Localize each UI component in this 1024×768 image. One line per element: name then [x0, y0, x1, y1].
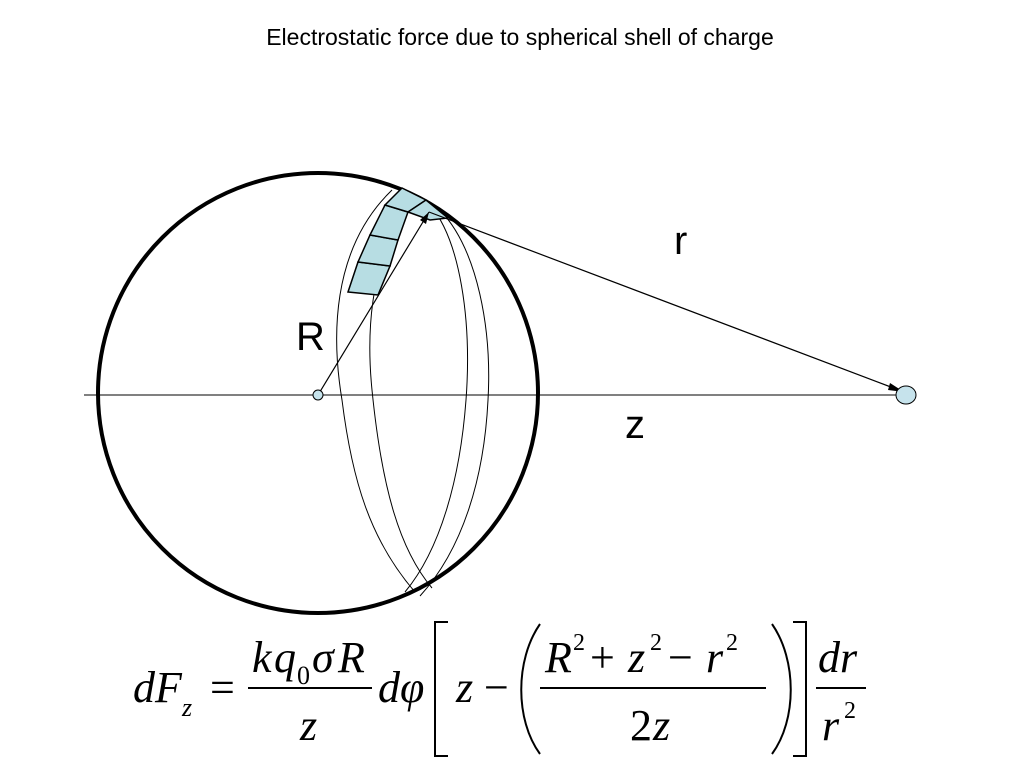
- radius-vector: [317, 211, 430, 396]
- label-r: r: [674, 219, 687, 263]
- eq-bracket-z: z: [455, 663, 473, 712]
- eq-frac2-R-exp: 2: [573, 630, 585, 656]
- eq-left-paren: [520, 623, 541, 755]
- eq-frac2-z: z: [627, 633, 645, 682]
- eq-frac2-r: r: [706, 633, 724, 682]
- eq-right-paren: [771, 623, 792, 755]
- charge-patches: [346, 187, 450, 296]
- eq-left-bracket: [434, 621, 448, 757]
- eq-right-bracket: [793, 621, 807, 757]
- eq-frac2-r-exp: 2: [726, 630, 738, 656]
- label-z: z: [625, 403, 645, 447]
- radius-arrowhead: [420, 212, 429, 224]
- ring-outer-edge: [336, 189, 416, 593]
- eq-frac1-den: z: [299, 701, 317, 750]
- slide-title: Electrostatic force due to spherical she…: [266, 24, 774, 50]
- eq-frac3-den-exp: 2: [844, 698, 856, 724]
- shell-center-point: [312, 389, 324, 401]
- eq-frac2-R: R: [544, 633, 572, 682]
- eq-frac2-den-z: z: [652, 701, 670, 750]
- distance-vector: [428, 211, 905, 393]
- eq-frac1-q: q: [274, 633, 296, 682]
- eq-minus-2: −: [668, 633, 693, 682]
- ring-back-edge-inner: [404, 204, 468, 593]
- eq-frac1-k: k: [252, 633, 273, 682]
- charge-patch-1: [346, 261, 392, 296]
- eq-plus: +: [590, 633, 615, 682]
- eq-lhs-F: F: [154, 663, 183, 712]
- eq-dphi-phi: φ: [400, 663, 424, 712]
- label-R: R: [296, 315, 325, 359]
- eq-dphi-d: d: [378, 663, 401, 712]
- eq-frac2-den-2: 2: [630, 701, 652, 750]
- eq-frac3-num: dr: [818, 633, 858, 682]
- eq-frac1-sigma: σ: [312, 633, 336, 682]
- eq-frac2-z-exp: 2: [650, 630, 662, 656]
- eq-minus: −: [484, 663, 509, 712]
- spherical-shell-outline: [96, 171, 540, 615]
- eq-frac1-R: R: [337, 633, 365, 682]
- eq-lhs-sub: z: [181, 693, 192, 722]
- force-equation: d F z = k q 0 σ R z d φ z − R 2: [133, 621, 866, 757]
- eq-frac1-q-sub: 0: [297, 661, 310, 690]
- eq-equals: =: [210, 663, 235, 712]
- ring-back-edge-outer: [419, 209, 490, 597]
- eq-frac3-den-r: r: [822, 701, 840, 750]
- point-charge: [895, 385, 917, 405]
- eq-lhs-d: d: [133, 663, 156, 712]
